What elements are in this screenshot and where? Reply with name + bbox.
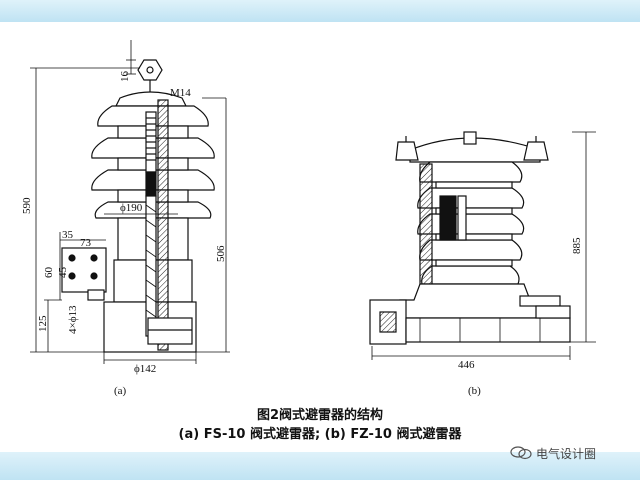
- hole-spacing-35-label: 35: [62, 229, 74, 241]
- shed-diameter-label: ϕ190: [120, 202, 143, 214]
- fz10-height-label: 885: [571, 237, 583, 254]
- figure-caption-title: 图2阀式避雷器的结构: [256, 408, 384, 423]
- watermark: 电气设计圈: [510, 444, 596, 462]
- valve-disc-stack: [145, 111, 157, 337]
- wechat-icon: [510, 446, 532, 460]
- overall-height-label: 590: [21, 197, 33, 214]
- fz10-dimension-lines: [371, 131, 596, 360]
- hole-spacing-73-label: 73: [80, 237, 92, 249]
- watermark-text: 电气设计圈: [536, 446, 597, 461]
- bottom-band: [0, 452, 640, 480]
- mounting-holes-label: 4×ϕ13: [67, 305, 79, 334]
- hole-vertical-60-label: 60: [43, 267, 55, 279]
- fs10-arrester: [61, 40, 215, 353]
- base-diameter-label: ϕ142: [134, 363, 156, 375]
- fz10-arrester: [369, 131, 571, 345]
- fs10-dimension-lines: [30, 67, 230, 364]
- hole-vertical-45-label: 45: [57, 267, 69, 279]
- top-band: [0, 0, 640, 22]
- body-height-label: 506: [215, 245, 227, 262]
- sub-label-a: (a): [114, 385, 127, 397]
- top-gap-label: 16: [119, 71, 131, 83]
- fz10-base-width-label: 446: [458, 359, 475, 371]
- base-height-label: 125: [37, 315, 49, 332]
- sub-label-b: (b): [468, 385, 481, 397]
- figure-caption-subtitle: (a) FS-10 阀式避雷器; (b) FZ-10 阀式避雷器: [178, 427, 462, 442]
- bolt-label: M14: [170, 87, 191, 99]
